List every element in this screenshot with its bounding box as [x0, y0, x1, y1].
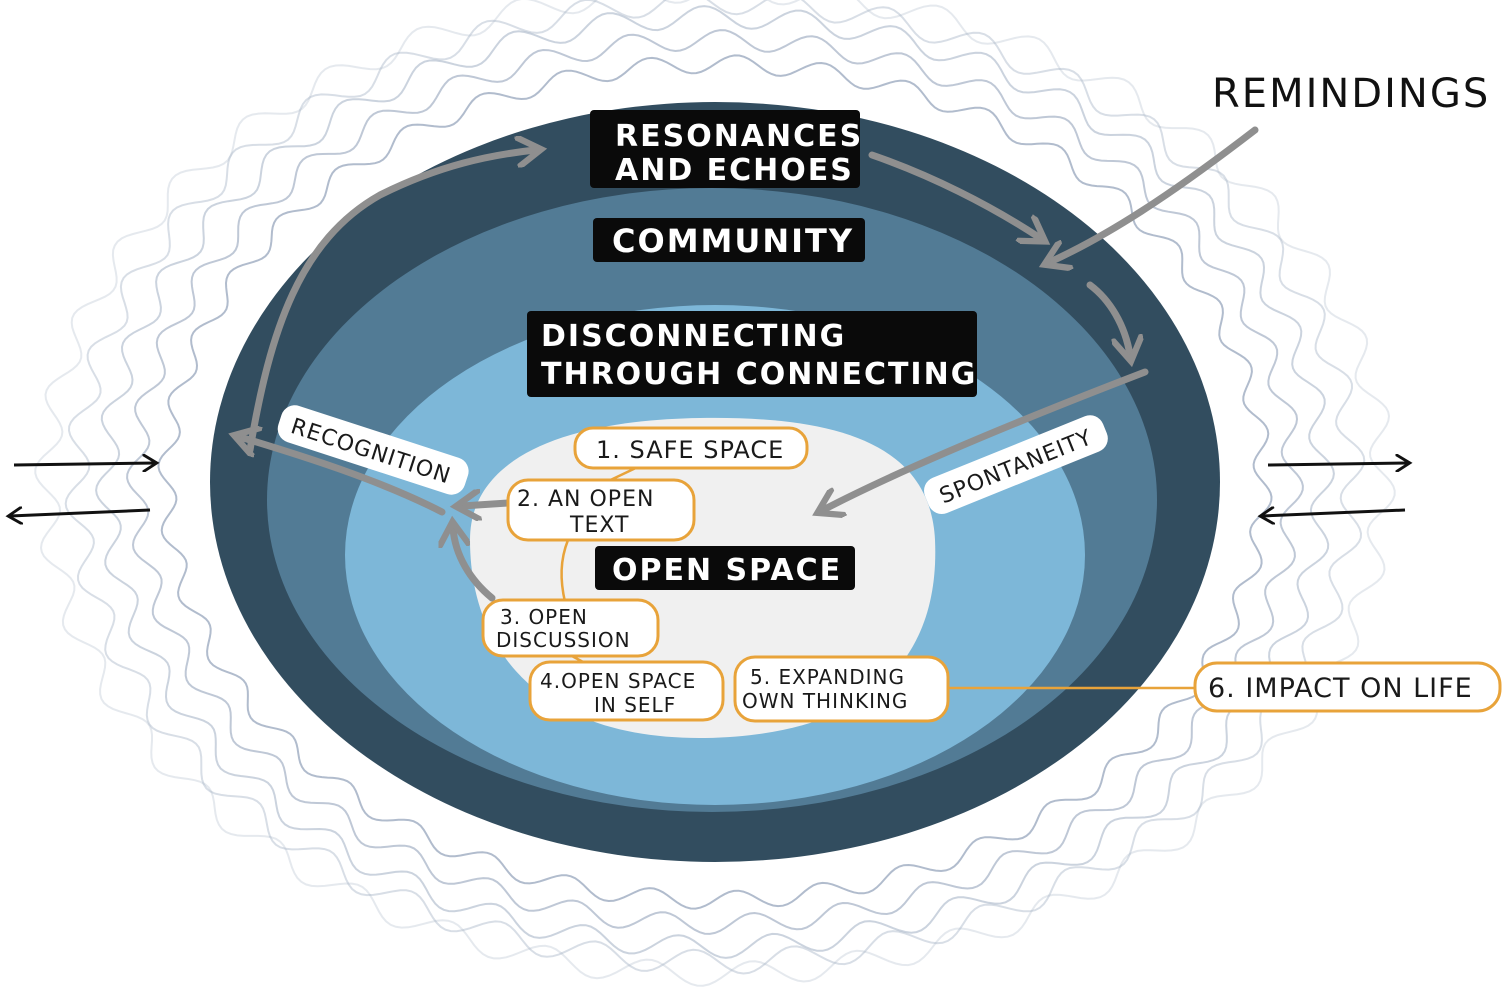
arrow-open-text-to-recognition-icon — [240, 437, 446, 516]
resonances-banner: RESONANCES AND ECHOES — [590, 110, 863, 188]
disconnecting-banner: DISCONNECTING THROUGH CONNECTING — [527, 311, 977, 397]
community-banner: COMMUNITY — [593, 218, 865, 262]
step-5-line-1: 5. EXPANDING — [750, 665, 905, 689]
step-5-pill: 5. EXPANDING OWN THINKING — [733, 655, 950, 723]
step-2-pill: 2. AN OPEN TEXT — [506, 478, 696, 542]
step-3-pill: 3. OPEN DISCUSSION — [481, 598, 660, 658]
wave-ring-1 — [157, 54, 1273, 910]
step-6-pill: 6. IMPACT ON LIFE — [1193, 661, 1502, 713]
disconnecting-line-2: THROUGH CONNECTING — [541, 357, 977, 392]
wave-ring-4 — [64, 0, 1366, 975]
step-4-line-2: IN SELF — [594, 693, 676, 717]
open-space-banner: OPEN SPACE — [595, 546, 855, 590]
disconnecting-line-1: DISCONNECTING — [541, 319, 846, 354]
left-arrow-out-icon — [10, 510, 151, 516]
step-6-label: 6. IMPACT ON LIFE — [1208, 673, 1473, 704]
community-label: COMMUNITY — [612, 222, 854, 260]
step-4-line-1: 4.OPEN SPACE — [540, 669, 696, 693]
arrow-remindings-icon — [1050, 126, 1259, 262]
arrow-spontaneity-to-core-icon — [823, 368, 1149, 510]
arrow-resonances-to-community-icon — [868, 151, 1040, 238]
wave-rings — [34, 0, 1396, 987]
step-3-line-2: DISCUSSION — [496, 628, 631, 652]
step-1-label: 1. SAFE SPACE — [596, 436, 784, 464]
remindings-label: REMINDINGS — [1212, 71, 1490, 117]
step-5-line-2: OWN THINKING — [742, 689, 908, 713]
resonances-line-2: AND ECHOES — [615, 153, 854, 188]
arrow-recognition-to-resonances-icon — [246, 150, 535, 454]
step-4-pill: 4.OPEN SPACE IN SELF — [528, 660, 725, 722]
connector-2-3 — [560, 539, 570, 603]
resonances-line-1: RESONANCES — [615, 119, 863, 154]
open-space-label: OPEN SPACE — [612, 553, 842, 588]
wave-ring-5 — [34, 0, 1396, 987]
step-2-line-2: TEXT — [569, 513, 629, 538]
step-1-pill: 1. SAFE SPACE — [573, 426, 809, 470]
left-arrow-in-icon — [13, 463, 155, 465]
arrow-discussion-up-icon — [453, 528, 496, 602]
wave-ring-3 — [95, 5, 1335, 959]
step-3-line-1: 3. OPEN — [500, 605, 588, 629]
wave-ring-2 — [126, 29, 1304, 935]
arrow-step2-to-step1-icon — [462, 503, 512, 506]
right-arrow-out-icon — [1267, 463, 1408, 465]
cycle-arrows — [240, 126, 1259, 602]
right-arrow-in-icon — [1262, 510, 1406, 516]
step-2-line-1: 2. AN OPEN — [517, 487, 654, 512]
arrow-community-down-icon — [1086, 281, 1130, 355]
